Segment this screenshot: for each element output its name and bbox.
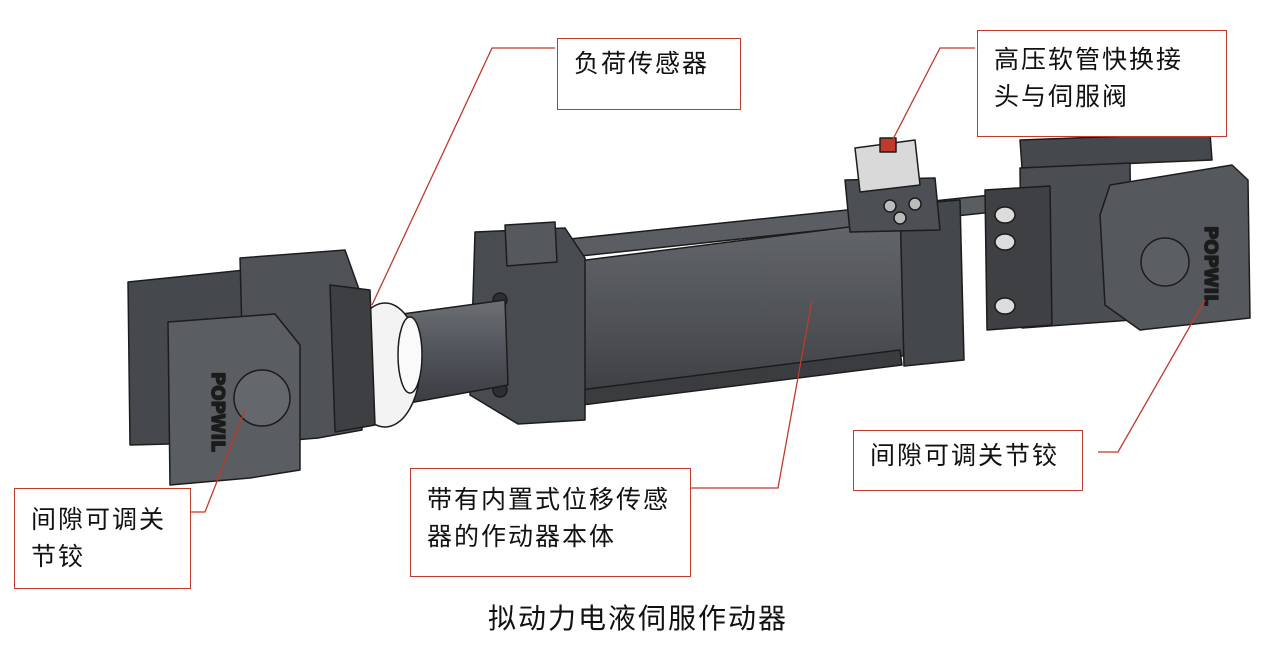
callout-load-sensor-text: 负荷传感器 [574, 49, 710, 78]
callout-hinge-left: 间隙可调关 节铰 [14, 488, 191, 589]
right-hinge-assembly: POPWIL [1019, 132, 1251, 331]
callout-quick-coupling-line2: 头与伺服阀 [994, 82, 1130, 111]
left-hinge-assembly: POPWIL [127, 249, 376, 486]
brand-mark-right: POPWIL [1200, 226, 1221, 306]
callout-hinge-right: 间隙可调关节铰 [853, 430, 1083, 491]
callout-quick-coupling: 高压软管快换接 头与伺服阀 [977, 30, 1227, 137]
brand-mark-left: POPWIL [207, 372, 228, 452]
leader-lines [190, 47, 1206, 513]
callout-actuator-body-line1: 带有内置式位移传感 [427, 485, 671, 514]
servo-valve [854, 137, 922, 225]
callout-load-sensor: 负荷传感器 [557, 38, 741, 110]
callout-hinge-left-line1: 间隙可调关 [31, 505, 167, 534]
callout-actuator-body-line2: 器的作动器本体 [427, 522, 617, 551]
figure-caption: 拟动力电液伺服作动器 [487, 602, 788, 635]
callout-actuator-body: 带有内置式位移传感 器的作动器本体 [410, 468, 691, 577]
callout-quick-coupling-line1: 高压软管快换接 [994, 45, 1184, 74]
callout-hinge-right-text: 间隙可调关节铰 [870, 441, 1060, 470]
callout-hinge-left-line2: 节铰 [31, 542, 86, 571]
